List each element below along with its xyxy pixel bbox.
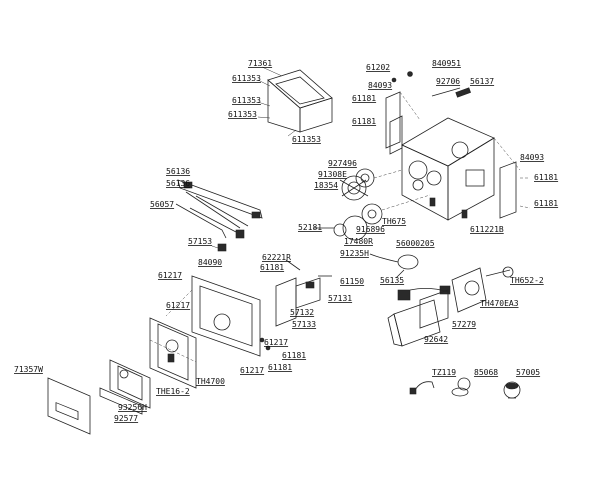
label-56136-a: 56136 (166, 167, 190, 176)
label-57153: 57153 (188, 237, 212, 246)
fan-assembly (314, 168, 431, 241)
heater-assembly (369, 253, 514, 347)
label-18354: 18354 (314, 181, 338, 190)
label-56057: 56057 (150, 200, 174, 209)
control-board (165, 259, 332, 357)
label-61150: 61150 (340, 277, 364, 286)
label-611353-c: 611353 (228, 110, 257, 119)
label-927496: 927496 (328, 159, 357, 168)
label-916896: 916896 (356, 225, 385, 234)
label-61202: 61202 (366, 63, 390, 72)
label-61181-d: 61181 (534, 199, 558, 208)
label-92642: 92642 (424, 335, 448, 344)
label-57279: 57279 (452, 320, 476, 329)
label-92706: 92706 (436, 77, 460, 86)
label-84093-b: 84093 (520, 153, 544, 162)
label-61217-a: 61217 (158, 271, 182, 280)
label-85068: 85068 (474, 368, 498, 377)
label-71357w: 71357W (14, 365, 43, 374)
label-84093-a: 84093 (368, 81, 392, 90)
label-61181-b: 61181 (352, 117, 376, 126)
label-611353-a: 611353 (232, 74, 261, 83)
label-91235h: 91235H (340, 249, 369, 258)
label-61217-b: 61217 (166, 301, 190, 310)
label-57005: 57005 (516, 368, 540, 377)
label-56136-b: 56136 (166, 179, 190, 188)
label-56000205: 56000205 (396, 239, 435, 248)
label-57133: 57133 (292, 320, 316, 329)
label-71361: 71361 (248, 59, 272, 68)
label-61217-d: 61217 (240, 366, 264, 375)
label-52181: 52181 (298, 223, 322, 232)
label-61181-f: 61181 (282, 351, 306, 360)
label-th675: TH675 (382, 217, 406, 226)
label-57131: 57131 (328, 294, 352, 303)
label-th652-2: TH652-2 (510, 276, 544, 285)
label-57132: 57132 (290, 308, 314, 317)
label-61181-e: 61181 (260, 263, 284, 272)
label-61181-g: 61181 (268, 363, 292, 372)
label-th4700: TH4700 (196, 377, 225, 386)
label-17480r: 17480R (344, 237, 373, 246)
label-61217-c: 61217 (264, 338, 288, 347)
wire-harnesses (175, 179, 263, 252)
label-611353-d: 611353 (292, 135, 321, 144)
label-62221r: 62221R (262, 253, 291, 262)
front-panel (47, 317, 197, 435)
label-61181-c: 61181 (534, 173, 558, 182)
label-84090: 84090 (198, 258, 222, 267)
label-611221b: 611221B (470, 225, 504, 234)
label-93256h: 93256H (118, 403, 147, 412)
label-92577: 92577 (114, 414, 138, 423)
label-91308e: 91308E (318, 170, 347, 179)
part-labels: 71361 611353 611353 611353 611353 61202 … (14, 59, 558, 423)
main-housing (385, 71, 531, 221)
label-tz119: TZ119 (432, 368, 456, 377)
small-fittings (409, 377, 521, 399)
label-56135: 56135 (380, 276, 404, 285)
label-611353-b: 611353 (232, 96, 261, 105)
label-61181-a: 61181 (352, 94, 376, 103)
label-840951: 840951 (432, 59, 461, 68)
cover-box (257, 66, 333, 137)
label-the16-2: THE16-2 (156, 387, 190, 396)
label-th470ea3: TH470EA3 (480, 299, 519, 308)
label-56137: 56137 (470, 77, 494, 86)
